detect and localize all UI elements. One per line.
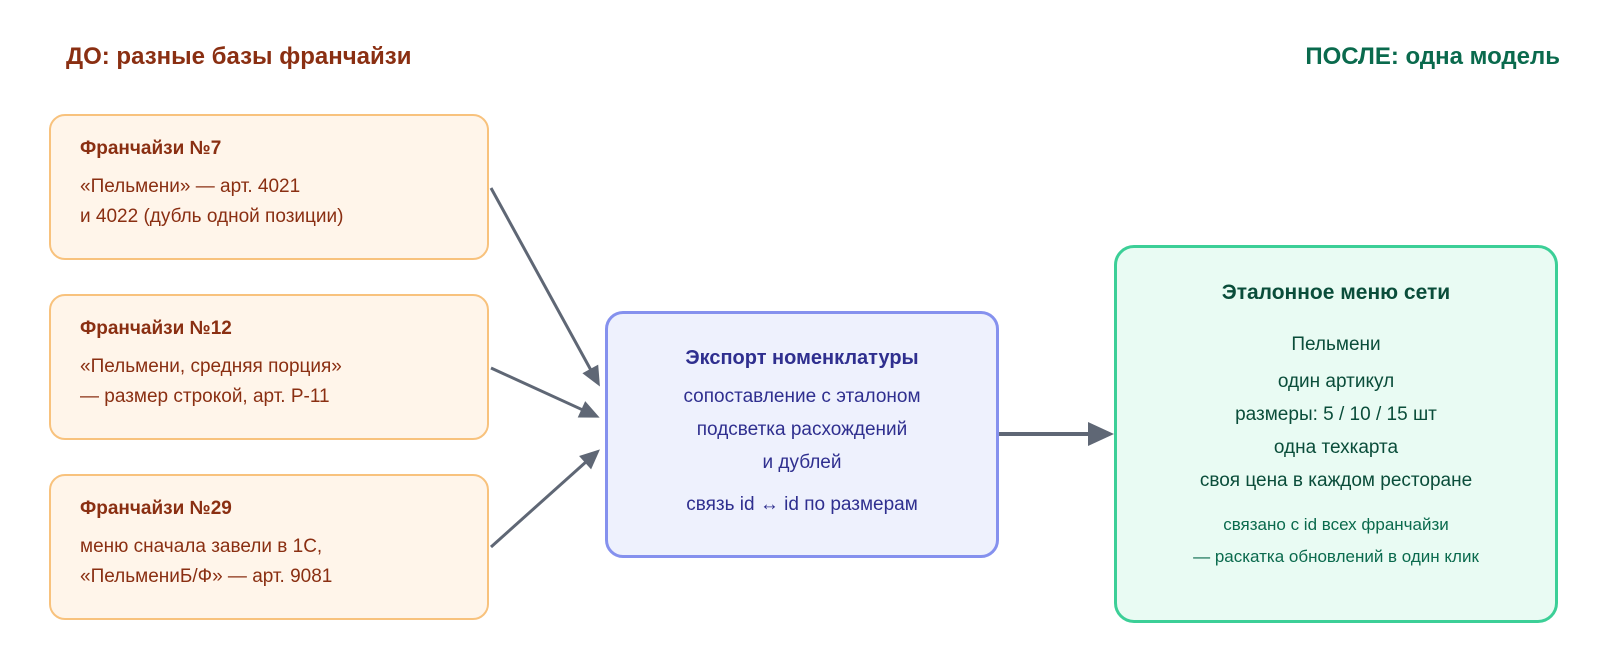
franchisee-12-line-1: «Пельмени, средняя порция» xyxy=(80,356,342,377)
franchisee-29-box: Франчайзи №29 меню сначала завели в 1С, … xyxy=(49,474,489,620)
franchisee-12-title: Франчайзи №12 xyxy=(80,318,232,339)
franchisee-7-line-1: «Пельмени» — арт. 4021 xyxy=(80,176,301,197)
arrowhead xyxy=(1088,422,1114,446)
reference-menu-box: Эталонное меню сети Пельмени один артику… xyxy=(1114,245,1558,623)
franchisee-29-title: Франчайзи №29 xyxy=(80,498,232,519)
export-title: Экспорт номенклатуры xyxy=(685,347,919,369)
arrowhead xyxy=(579,449,600,470)
franchisee-7-box: Франчайзи №7 «Пельмени» — арт. 4021 и 40… xyxy=(49,114,489,260)
franchisee-29-line-1: меню сначала завели в 1С, xyxy=(80,536,323,557)
reference-menu-line-4: одна техкарта xyxy=(1273,437,1399,458)
export-line-2: подсветка расхождений xyxy=(696,419,908,440)
franchisee-7-title: Франчайзи №7 xyxy=(80,138,222,159)
arrowhead xyxy=(582,364,600,387)
after-heading: ПОСЛЕ: одна модель xyxy=(1305,43,1560,70)
export-box: Экспорт номенклатуры сопоставление с эта… xyxy=(605,311,999,558)
before-heading: ДО: разные базы франчайзи xyxy=(66,43,412,70)
arrow-franchisee-7-to-export xyxy=(489,187,600,387)
arrowhead xyxy=(577,401,600,418)
reference-menu-title: Эталонное меню сети xyxy=(1221,281,1451,304)
franchisee-12-box: Франчайзи №12 «Пельмени, средняя порция»… xyxy=(49,294,489,440)
arrow-franchisee-12-to-export xyxy=(490,366,600,418)
reference-menu-note-2: — раскатка обновлений в один клик xyxy=(1193,547,1479,566)
franchisee-12-line-2: — размер строкой, арт. Р-11 xyxy=(80,386,330,407)
reference-menu-line-3: размеры: 5 / 10 / 15 шт xyxy=(1235,404,1437,425)
export-link-line: связь id ↔ id по размерам xyxy=(686,494,918,515)
arrow-franchisee-29-to-export xyxy=(489,449,600,549)
franchisee-7-line-2: и 4022 (дубль одной позиции) xyxy=(80,206,344,227)
export-line-1: сопоставление с эталоном xyxy=(683,386,921,407)
reference-menu-line-2: один артикул xyxy=(1277,371,1395,392)
arrow-export-to-reference-menu xyxy=(999,422,1114,446)
reference-menu-note-1: связано с id всех франчайзи xyxy=(1223,515,1449,534)
franchisee-29-line-2: «ПельмениБ/Ф» — арт. 9081 xyxy=(80,566,333,587)
reference-menu-line-1: Пельмени xyxy=(1291,334,1381,355)
export-line-3: и дублей xyxy=(762,452,842,473)
reference-menu-line-5: своя цена в каждом ресторане xyxy=(1199,470,1473,491)
